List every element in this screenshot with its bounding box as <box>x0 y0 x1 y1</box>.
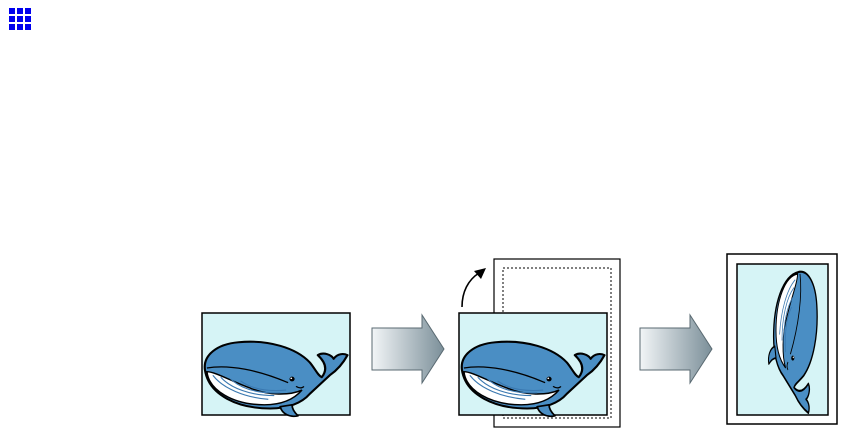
arrow-right-icon <box>640 315 712 383</box>
original-image <box>202 313 350 416</box>
rotate-arrow-icon <box>462 268 486 307</box>
arrow-right-icon <box>372 315 444 383</box>
rotated-result <box>727 254 837 424</box>
rotate-image <box>459 259 620 427</box>
